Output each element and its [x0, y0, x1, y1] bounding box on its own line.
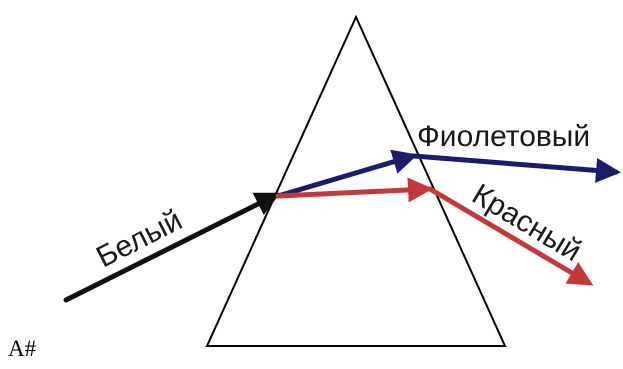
violet-ray-label: Фиолетовый [417, 120, 590, 153]
violet-ray-outside [414, 156, 616, 172]
prism [207, 17, 505, 346]
corner-note: A# [8, 337, 36, 360]
